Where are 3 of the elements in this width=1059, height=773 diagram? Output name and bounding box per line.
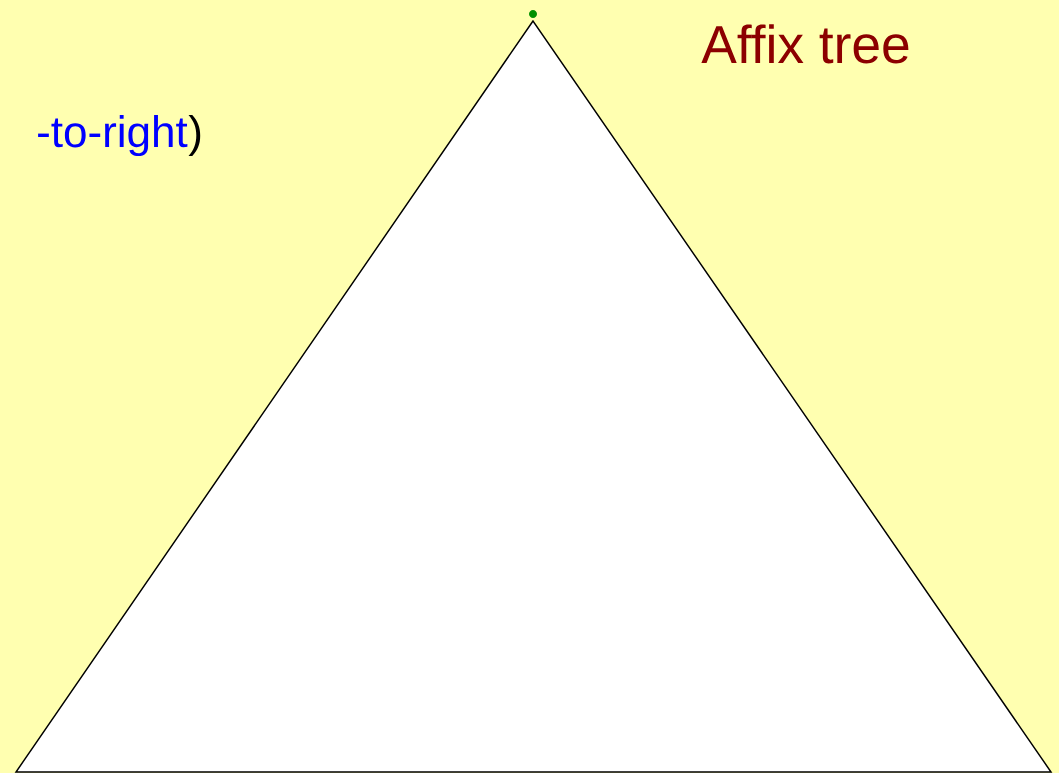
label-text: -to-right <box>38 115 188 157</box>
title: Affix tree <box>701 24 909 64</box>
label-text: ) <box>188 115 201 157</box>
